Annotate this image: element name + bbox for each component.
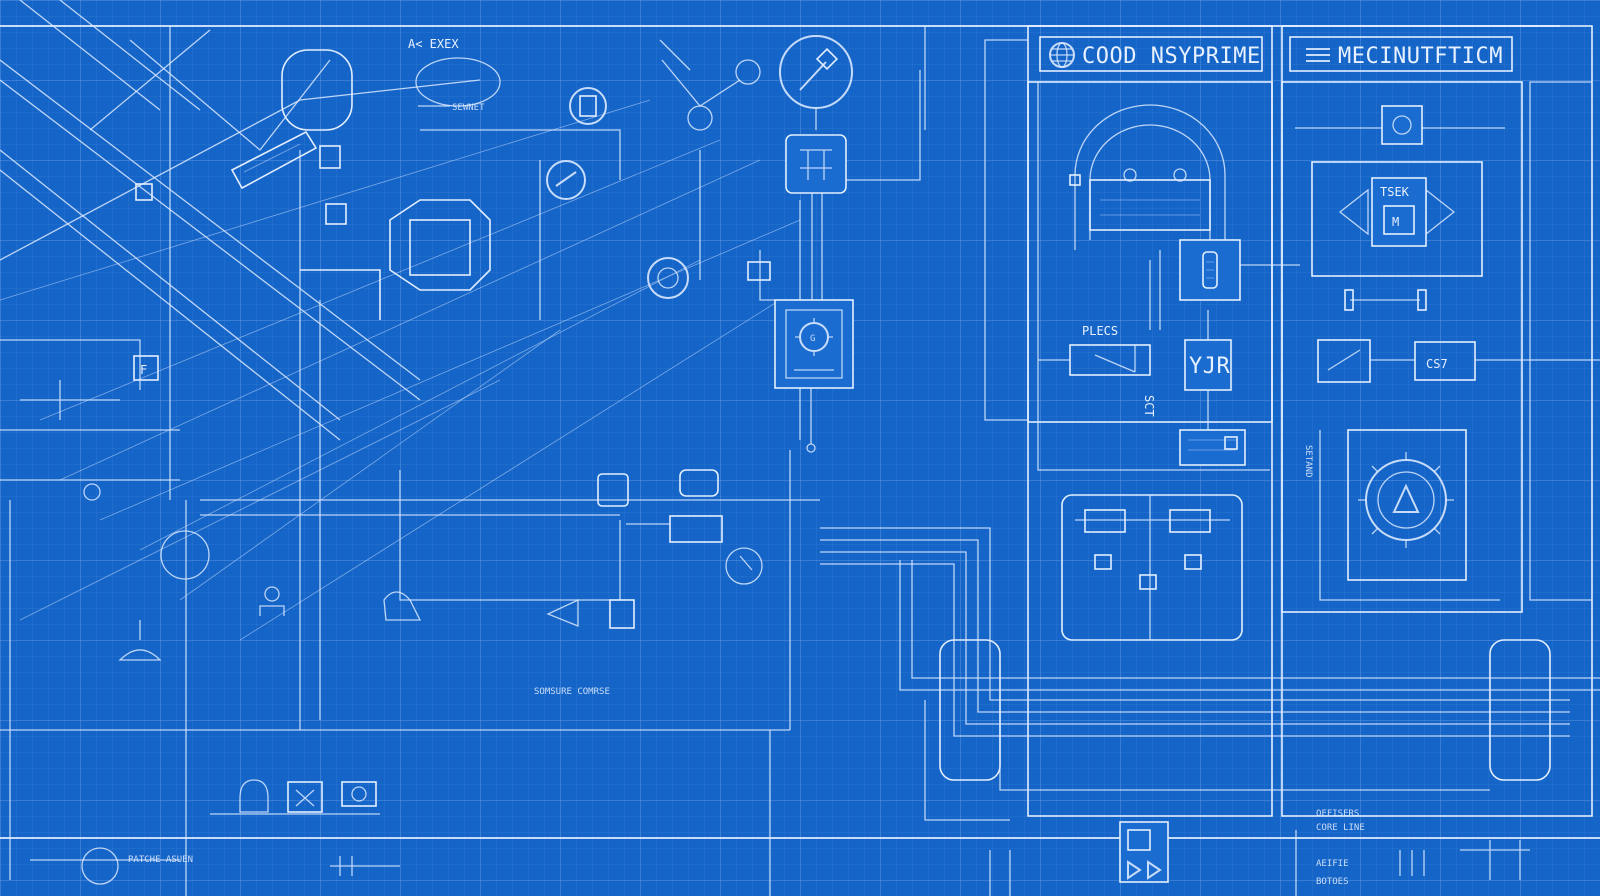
tsek-label: TSEK: [1380, 185, 1410, 199]
bottom-caption: SOMSURE COMRSE: [534, 687, 610, 697]
right-panel: [1281, 25, 1600, 817]
right-panel-title: MECINUTFTICM: [1338, 44, 1503, 69]
m-badge: M: [1392, 215, 1399, 229]
right-vertical-label: SETAND: [1303, 445, 1313, 478]
bottom-left-label: PATCHE ASUEN: [128, 855, 193, 865]
bottom-right-line4: BOTOES: [1316, 877, 1349, 887]
lamp-icon: [118, 620, 162, 661]
bottom-right-line3: AEIFIE: [1316, 859, 1349, 869]
menu-icon: [1306, 48, 1330, 62]
g-badge: G: [810, 334, 815, 344]
pipe-bus: [820, 527, 1600, 791]
right-panel-header: MECINUTFTICM: [1289, 36, 1513, 72]
play-device: [989, 821, 1169, 896]
play-icon: [1127, 860, 1162, 880]
shield-icon: [647, 257, 689, 299]
left-panel-title: COOD NSYPRIME: [1082, 44, 1261, 69]
left-schematic: A< EXEX SEWNET G: [0, 0, 921, 730]
cs7-label: CS7: [1426, 357, 1448, 371]
left-panel: [984, 25, 1273, 817]
plug-icon: [546, 160, 586, 200]
user-icon: [259, 586, 285, 616]
valve-icon: [785, 134, 847, 194]
sct-vertical-label: SCT: [1142, 395, 1156, 417]
bottom-right-notes: OFFISERS CORE LINE AEIFIE BOTOES: [1295, 809, 1530, 896]
globe-icon: [1049, 42, 1075, 68]
bottom-right-line2: CORE LINE: [1316, 823, 1365, 833]
bottom-left-icons: PATCHE ASUEN: [81, 779, 400, 885]
gauge-icon: [569, 87, 607, 125]
left-panel-header: COOD NSYPRIME: [1039, 36, 1263, 72]
central-gear-box: G: [774, 299, 854, 389]
gear-icon: [1358, 452, 1454, 548]
plecs-label: PLECS: [1082, 324, 1118, 338]
phone-device-icon: [1179, 239, 1241, 301]
bottom-right-line1: OFFISERS: [1316, 809, 1359, 819]
top-left-label: A< EXEX: [408, 37, 459, 51]
yjr-label: YJR: [1189, 354, 1230, 379]
sewnet-label: SEWNET: [452, 103, 485, 113]
small-panel-label: F: [140, 363, 147, 377]
right-panel-schematic: TSEK M CS7 SETAND: [1295, 105, 1530, 601]
cpu-chip-icon: TSEK M: [1371, 177, 1427, 247]
motor-icon: [1381, 105, 1423, 145]
left-panel-schematic: PLECS YJR SCT: [1038, 104, 1300, 641]
